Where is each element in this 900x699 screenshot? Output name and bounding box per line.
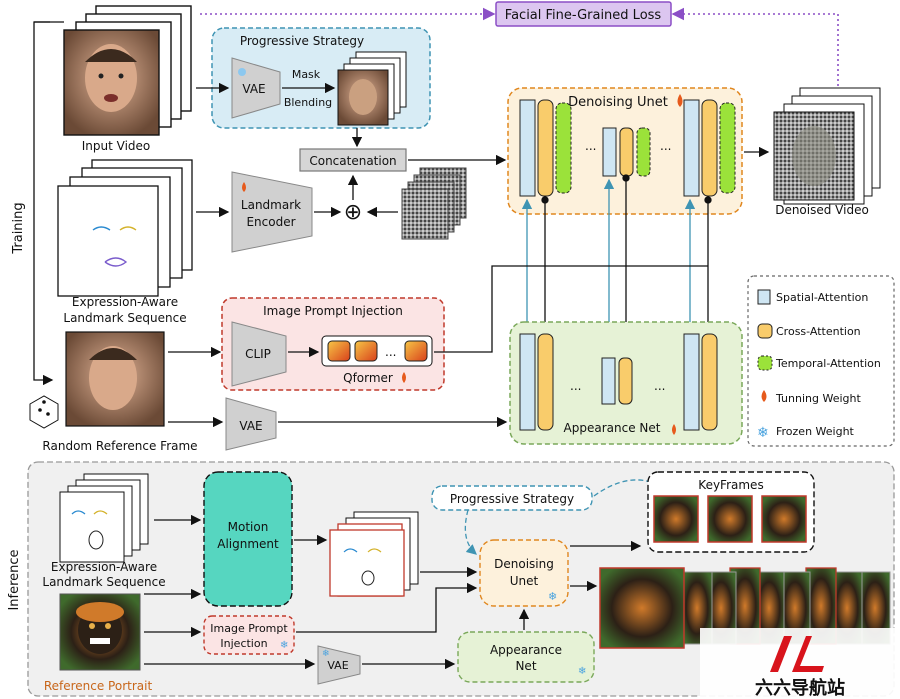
inf-progressive-box	[431, 485, 593, 511]
qformer-label: Qformer	[343, 371, 393, 385]
input-video-stack	[63, 5, 192, 136]
denoising-unet-label: Denoising Unet	[568, 95, 668, 110]
legend-temporal: Temporal-Attention	[775, 357, 881, 370]
fire-icon-unet	[677, 94, 683, 107]
vae-label-2: VAE	[239, 419, 262, 433]
image-prompt-label: Image Prompt Injection	[263, 304, 403, 318]
inf-vae-trapezoid	[317, 645, 361, 685]
reference-frame-image	[65, 331, 165, 427]
keyframes-label: KeyFrames	[698, 478, 763, 492]
plus-icon: ⊕	[344, 200, 362, 225]
blending-label: Blending	[284, 96, 332, 109]
unet-blocks: ... ...	[519, 99, 736, 197]
legend-spatial-swatch	[757, 289, 771, 305]
inf-image-prompt-box	[203, 615, 295, 655]
inf-vae-label: VAE	[327, 659, 348, 672]
loss-label: Facial Fine-Grained Loss	[505, 8, 662, 23]
fire-icon-encoder	[242, 182, 246, 192]
concatenation-label: Concatenation	[309, 154, 396, 168]
progressive-strategy-label: Progressive Strategy	[240, 34, 364, 48]
inf-prompt-snowflake-icon: ❄	[280, 640, 288, 651]
inference-landmark-stack	[59, 473, 149, 563]
watermark: 六六导航站	[700, 628, 900, 699]
qformer-ellipsis: ...	[385, 345, 396, 359]
inf-landmark-label-2: Landmark Sequence	[42, 575, 165, 589]
inf-appearance-label-1: Appearance	[490, 643, 562, 657]
motion-label-2: Alignment	[217, 537, 279, 551]
inf-appearance-box	[457, 631, 595, 683]
landmark-encoder-label-2: Encoder	[246, 215, 295, 229]
landmark-encoder-trapezoid	[231, 171, 313, 253]
legend-tuning: Tunning Weight	[775, 392, 861, 405]
inf-denoising-label-1: Denoising	[494, 557, 554, 571]
inf-progressive-dashed-down	[464, 509, 477, 555]
training-side-label: Training	[11, 202, 26, 254]
legend-box	[747, 275, 895, 447]
appearance-blocks: ... ...	[519, 333, 718, 431]
frozen-icon-vae1	[238, 68, 246, 76]
aligned-landmark-stack	[329, 511, 419, 597]
legend-frozen: Frozen Weight	[776, 425, 855, 438]
dice-icon	[29, 395, 59, 429]
random-reference-label: Random Reference Frame	[42, 439, 197, 453]
inf-appearance-snowflake-icon: ❄	[578, 666, 586, 677]
clip-trapezoid	[231, 321, 287, 387]
noise-stack	[401, 167, 467, 240]
loss-box	[495, 1, 672, 27]
input-video-label: Input Video	[82, 139, 151, 153]
inf-landmark-label-1: Expression-Aware	[51, 560, 157, 574]
motion-alignment-box	[203, 471, 293, 607]
landmark-seq-label-1: Expression-Aware	[72, 295, 178, 309]
legend-spatial: Spatial-Attention	[776, 291, 868, 304]
inf-image-prompt-label-2: Injection	[220, 637, 267, 650]
landmark-seq-label-2: Landmark Sequence	[63, 311, 186, 325]
inf-progressive-label: Progressive Strategy	[450, 492, 574, 506]
inf-denoising-label-2: Unet	[510, 574, 539, 588]
denoised-video-label: Denoised Video	[775, 203, 869, 217]
fire-icon-qformer	[402, 372, 406, 383]
vae-trapezoid-2	[225, 397, 277, 451]
inf-vae-snowflake-icon: ❄	[322, 649, 330, 659]
inf-denoising-box	[479, 539, 569, 607]
arrow-prompt-to-denoise	[296, 582, 478, 633]
qformer-token-2	[354, 340, 378, 362]
landmark-sequence-stack	[57, 159, 193, 297]
svg-text:...: ...	[585, 139, 596, 153]
qformer-token-1	[327, 340, 351, 362]
svg-text:...: ...	[570, 379, 581, 393]
legend-snowflake-icon: ❄	[757, 425, 769, 441]
legend-cross: Cross-Attention	[776, 325, 861, 338]
landmark-encoder-label-1: Landmark	[241, 198, 301, 212]
keyframe-2	[707, 495, 753, 543]
qformer-token-3	[404, 340, 428, 362]
fire-icon-appearance	[672, 424, 676, 435]
svg-text:...: ...	[660, 139, 671, 153]
arrow-qformer-to-unet	[434, 265, 708, 353]
keyframe-1	[653, 495, 699, 543]
inf-image-prompt-label-1: Image Prompt	[210, 622, 288, 635]
legend-fire-icon	[761, 390, 767, 402]
inf-denoise-snowflake-icon: ❄	[548, 590, 557, 603]
legend-temporal-swatch	[757, 355, 773, 371]
motion-label-1: Motion	[228, 520, 269, 534]
svg-text:...: ...	[654, 379, 665, 393]
appearance-net-label: Appearance Net	[564, 421, 661, 435]
watermark-text: 六六导航站	[755, 677, 845, 699]
reference-portrait-image	[59, 593, 141, 671]
reference-portrait-label: Reference Portrait	[44, 679, 153, 693]
mask-label: Mask	[292, 68, 321, 81]
inf-appearance-label-2: Net	[515, 659, 536, 673]
denoised-video-stack	[773, 87, 881, 205]
loss-dotted-right	[671, 7, 839, 86]
vae-label-1: VAE	[242, 82, 265, 96]
keyframe-3	[761, 495, 807, 543]
concatenation-box	[299, 148, 407, 172]
inference-side-label: Inference	[7, 549, 22, 610]
legend-cross-swatch	[757, 323, 773, 339]
blended-frames	[337, 51, 407, 126]
clip-label: CLIP	[245, 347, 271, 361]
